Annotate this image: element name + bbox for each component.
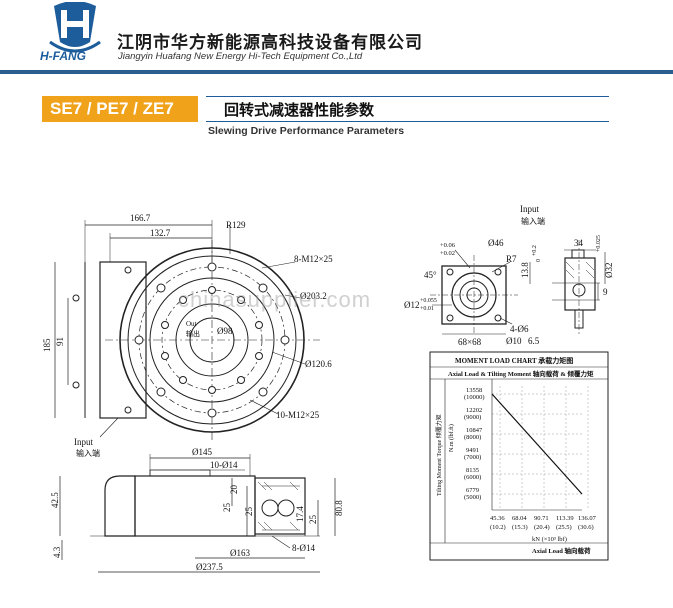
y-tick-sub: (8000) bbox=[464, 434, 481, 441]
y-tick-sub: (6000) bbox=[464, 474, 481, 481]
model-label: SE7 / PE7 / ZE7 bbox=[42, 96, 198, 122]
shaft-input-en: Input bbox=[520, 204, 539, 214]
dim-91: 91 bbox=[55, 337, 65, 346]
tol-02: +0.2 bbox=[532, 245, 538, 256]
dim-25a: 25 bbox=[222, 503, 232, 513]
dim-10m12: 10-M12×25 bbox=[276, 410, 320, 420]
inner-label-cn: 输出 bbox=[186, 329, 200, 338]
moment-plot bbox=[491, 386, 589, 510]
tol-002: +0.02 bbox=[440, 250, 455, 257]
x-tick-label: 136.07 bbox=[578, 515, 597, 522]
dim-9: 9 bbox=[603, 287, 608, 297]
chart-ylabel: Tilting Moment Torque 倾覆力矩 bbox=[435, 414, 443, 496]
dim-d32: Ø32 bbox=[604, 263, 614, 279]
y-tick-label: 13558 bbox=[466, 387, 482, 394]
y-tick-sub: (5000) bbox=[464, 494, 481, 501]
shaft-view bbox=[430, 240, 606, 335]
dim-42-5: 42.5 bbox=[50, 492, 60, 508]
dim-25b: 25 bbox=[244, 507, 254, 517]
y-tick-label: 8135 bbox=[466, 467, 479, 474]
dim-d12: Ø12 bbox=[404, 300, 420, 310]
dim-r7: R7 bbox=[506, 254, 517, 264]
dim-68x68: 68×68 bbox=[458, 337, 482, 347]
inner-label-en: Out bbox=[186, 320, 197, 328]
dim-8m12: 8-M12×25 bbox=[294, 254, 333, 264]
front-view bbox=[54, 220, 320, 440]
y-tick-label: 6779 bbox=[466, 487, 479, 494]
front-input-en: Input bbox=[74, 437, 93, 447]
dim-4-3: 4.3 bbox=[52, 546, 62, 558]
dim-d203: Ø203.2 bbox=[300, 291, 327, 301]
section-view bbox=[59, 454, 336, 573]
chart-frame bbox=[429, 351, 609, 561]
dim-d98: Ø98 bbox=[217, 326, 233, 336]
chart-xunit: kN (×10³ lbf) bbox=[532, 536, 567, 543]
dim-6-5: 6.5 bbox=[528, 336, 540, 346]
dim-4d6: 4-Ø6 bbox=[510, 324, 529, 334]
dim-25-c: 25 bbox=[308, 515, 318, 525]
dim-d163: Ø163 bbox=[230, 548, 250, 558]
chart-yunit: N.m (lbf.ft) bbox=[448, 424, 455, 452]
dim-d10: Ø10 bbox=[506, 336, 522, 346]
dim-13-8: 13.8 bbox=[520, 262, 530, 278]
dim-166: 166.7 bbox=[130, 213, 151, 223]
y-tick-sub: (9000) bbox=[464, 414, 481, 421]
chart-subtitle: Axial Load & Tilting Moment 轴向载荷 & 倾覆力矩 bbox=[448, 369, 594, 378]
x-tick-label: 113.39 bbox=[556, 515, 574, 522]
company-name-cn: 江阴市华方新能源高科技设备有限公司 bbox=[117, 33, 423, 53]
watermark: chinasupplier.com bbox=[178, 287, 372, 312]
tol-001: +0.01 bbox=[420, 306, 434, 312]
dim-80-8: 80.8 bbox=[334, 500, 344, 516]
dim-d237: Ø237.5 bbox=[196, 562, 223, 572]
x-tick-sub: (15.3) bbox=[512, 524, 528, 531]
tol-0: 0 bbox=[536, 259, 542, 262]
x-tick-sub: (25.5) bbox=[556, 524, 572, 531]
dim-d120: Ø120.6 bbox=[305, 359, 332, 369]
header-rule bbox=[0, 70, 673, 74]
front-input-cn: 输入端 bbox=[76, 448, 100, 458]
section-title-cn: 回转式减速器性能参数 bbox=[224, 101, 375, 119]
dim-d46: Ø46 bbox=[488, 238, 504, 248]
company-name-en: Jiangyin Huafang New Energy Hi-Tech Equi… bbox=[118, 51, 363, 62]
load-curve bbox=[491, 393, 583, 495]
x-tick-sub: (10.2) bbox=[490, 524, 506, 531]
chart-xlabel: Axial Load 轴向载荷 bbox=[532, 546, 591, 555]
y-tick-label: 9491 bbox=[466, 447, 479, 454]
y-tick-label: 10847 bbox=[466, 427, 483, 434]
y-tick-label: 12202 bbox=[466, 407, 482, 414]
dim-20: 20 bbox=[229, 485, 239, 495]
tol-006: +0.06 bbox=[440, 242, 456, 249]
x-tick-sub: (20.4) bbox=[534, 524, 550, 531]
x-tick-label: 68.04 bbox=[512, 515, 527, 522]
tol-0055: +0.055 bbox=[420, 298, 437, 304]
dim-185: 185 bbox=[42, 338, 52, 352]
dim-d145: Ø145 bbox=[192, 447, 212, 457]
y-tick-sub: (10000) bbox=[464, 394, 485, 401]
dim-45deg: 45° bbox=[424, 270, 437, 280]
dim-132: 132.7 bbox=[150, 228, 171, 238]
tol-0025: +0.025 bbox=[596, 235, 602, 252]
huafang-logo bbox=[49, 2, 101, 53]
chart-title: MOMENT LOAD CHART 承载力矩图 bbox=[455, 356, 573, 365]
brand-text: H-FANG bbox=[40, 49, 86, 63]
dim-r129: R129 bbox=[226, 220, 246, 230]
dim-10d14: 10-Ø14 bbox=[210, 460, 238, 470]
title-bar bbox=[206, 96, 609, 122]
x-tick-sub: (30.6) bbox=[578, 524, 594, 531]
section-title-en: Slewing Drive Performance Parameters bbox=[208, 125, 405, 137]
dim-8d14: 8-Ø14 bbox=[292, 543, 315, 553]
y-tick-sub: (7000) bbox=[464, 454, 481, 461]
dim-34: 34 bbox=[574, 238, 584, 248]
shaft-input-cn: 输入端 bbox=[521, 216, 545, 226]
x-tick-label: 90.71 bbox=[534, 515, 549, 522]
dim-17-4: 17.4 bbox=[295, 506, 305, 522]
x-tick-label: 45.36 bbox=[490, 515, 505, 522]
